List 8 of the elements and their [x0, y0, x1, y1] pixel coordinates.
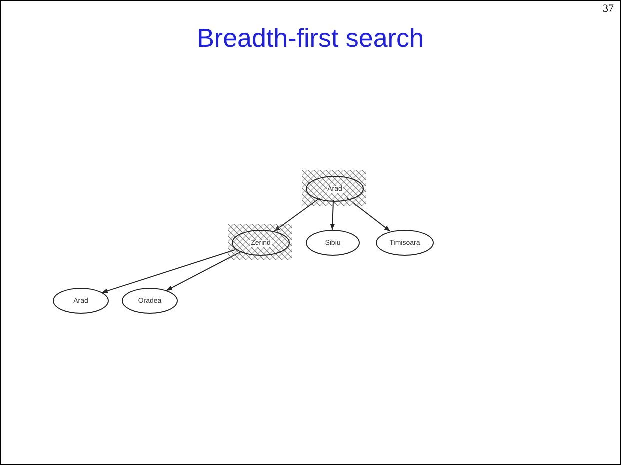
page-number: 37	[603, 3, 614, 15]
tree-node	[53, 288, 109, 314]
tree-node	[376, 230, 434, 256]
tree-node	[122, 288, 178, 314]
tree-node	[306, 176, 364, 202]
slide-title: Breadth-first search	[196, 23, 425, 54]
tree-node	[232, 230, 290, 256]
tree-node	[306, 230, 360, 256]
